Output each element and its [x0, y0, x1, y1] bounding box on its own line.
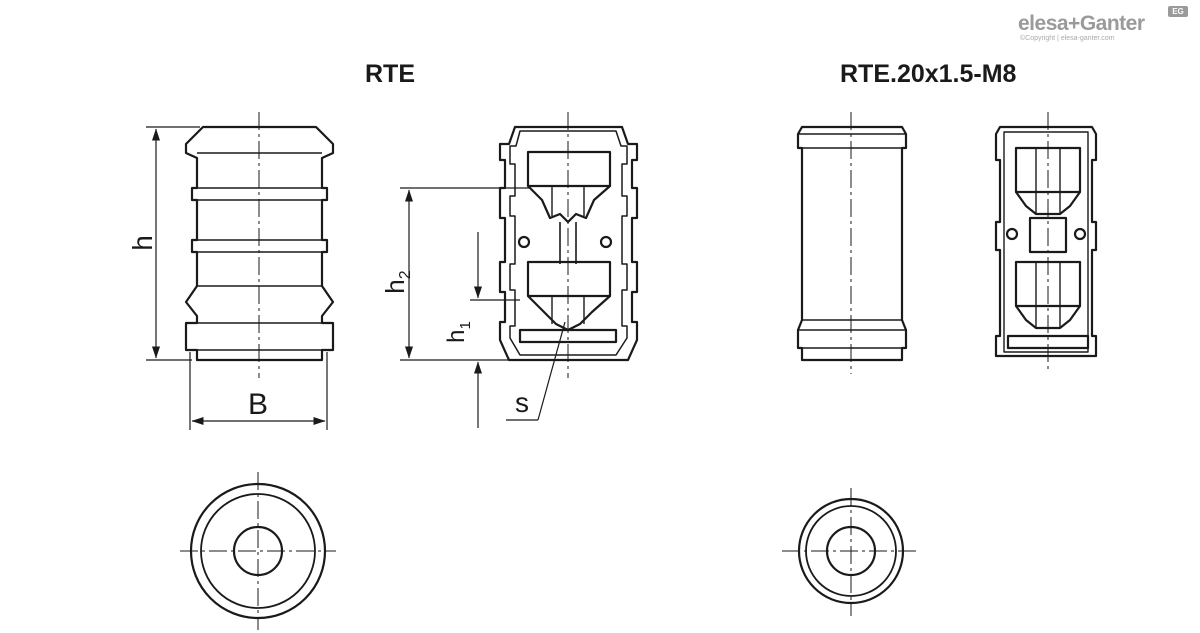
label-h2: h2: [380, 270, 414, 293]
rte-m8-top-view: [782, 488, 920, 616]
rte-m8-section-view: [994, 112, 1098, 370]
label-h: h: [127, 235, 158, 251]
logo-badge: EG: [1168, 6, 1188, 17]
dimension-h: [146, 126, 200, 361]
dimension-h2: [400, 187, 530, 361]
rte-top-view: [180, 472, 336, 630]
dimension-s: [506, 321, 566, 421]
rte-section-view: [498, 112, 639, 378]
label-s: s: [515, 387, 529, 418]
logo-brand-text: elesa+Ganter: [1018, 12, 1145, 35]
rte-m8-side-view: [796, 112, 908, 374]
label-h1-sub: 1: [457, 321, 474, 329]
label-b: B: [248, 388, 268, 421]
title-rte: RTE: [365, 60, 415, 88]
label-h1-base: h: [443, 329, 470, 342]
dimension-b: [189, 352, 328, 430]
title-rte-20x1-5-m8: RTE.20x1.5-M8: [840, 60, 1017, 88]
rte-side-view: [184, 112, 335, 378]
label-h2-base: h: [380, 279, 410, 293]
dimension-h1: [470, 232, 520, 428]
label-h2-sub: 2: [397, 270, 414, 279]
logo-copyright-text: ©Copyright | elesa-ganter.com: [1020, 35, 1115, 42]
brand-logo: elesa+Ganter ©Copyright | elesa-ganter.c…: [1018, 6, 1188, 50]
label-h1: h1: [443, 321, 474, 343]
